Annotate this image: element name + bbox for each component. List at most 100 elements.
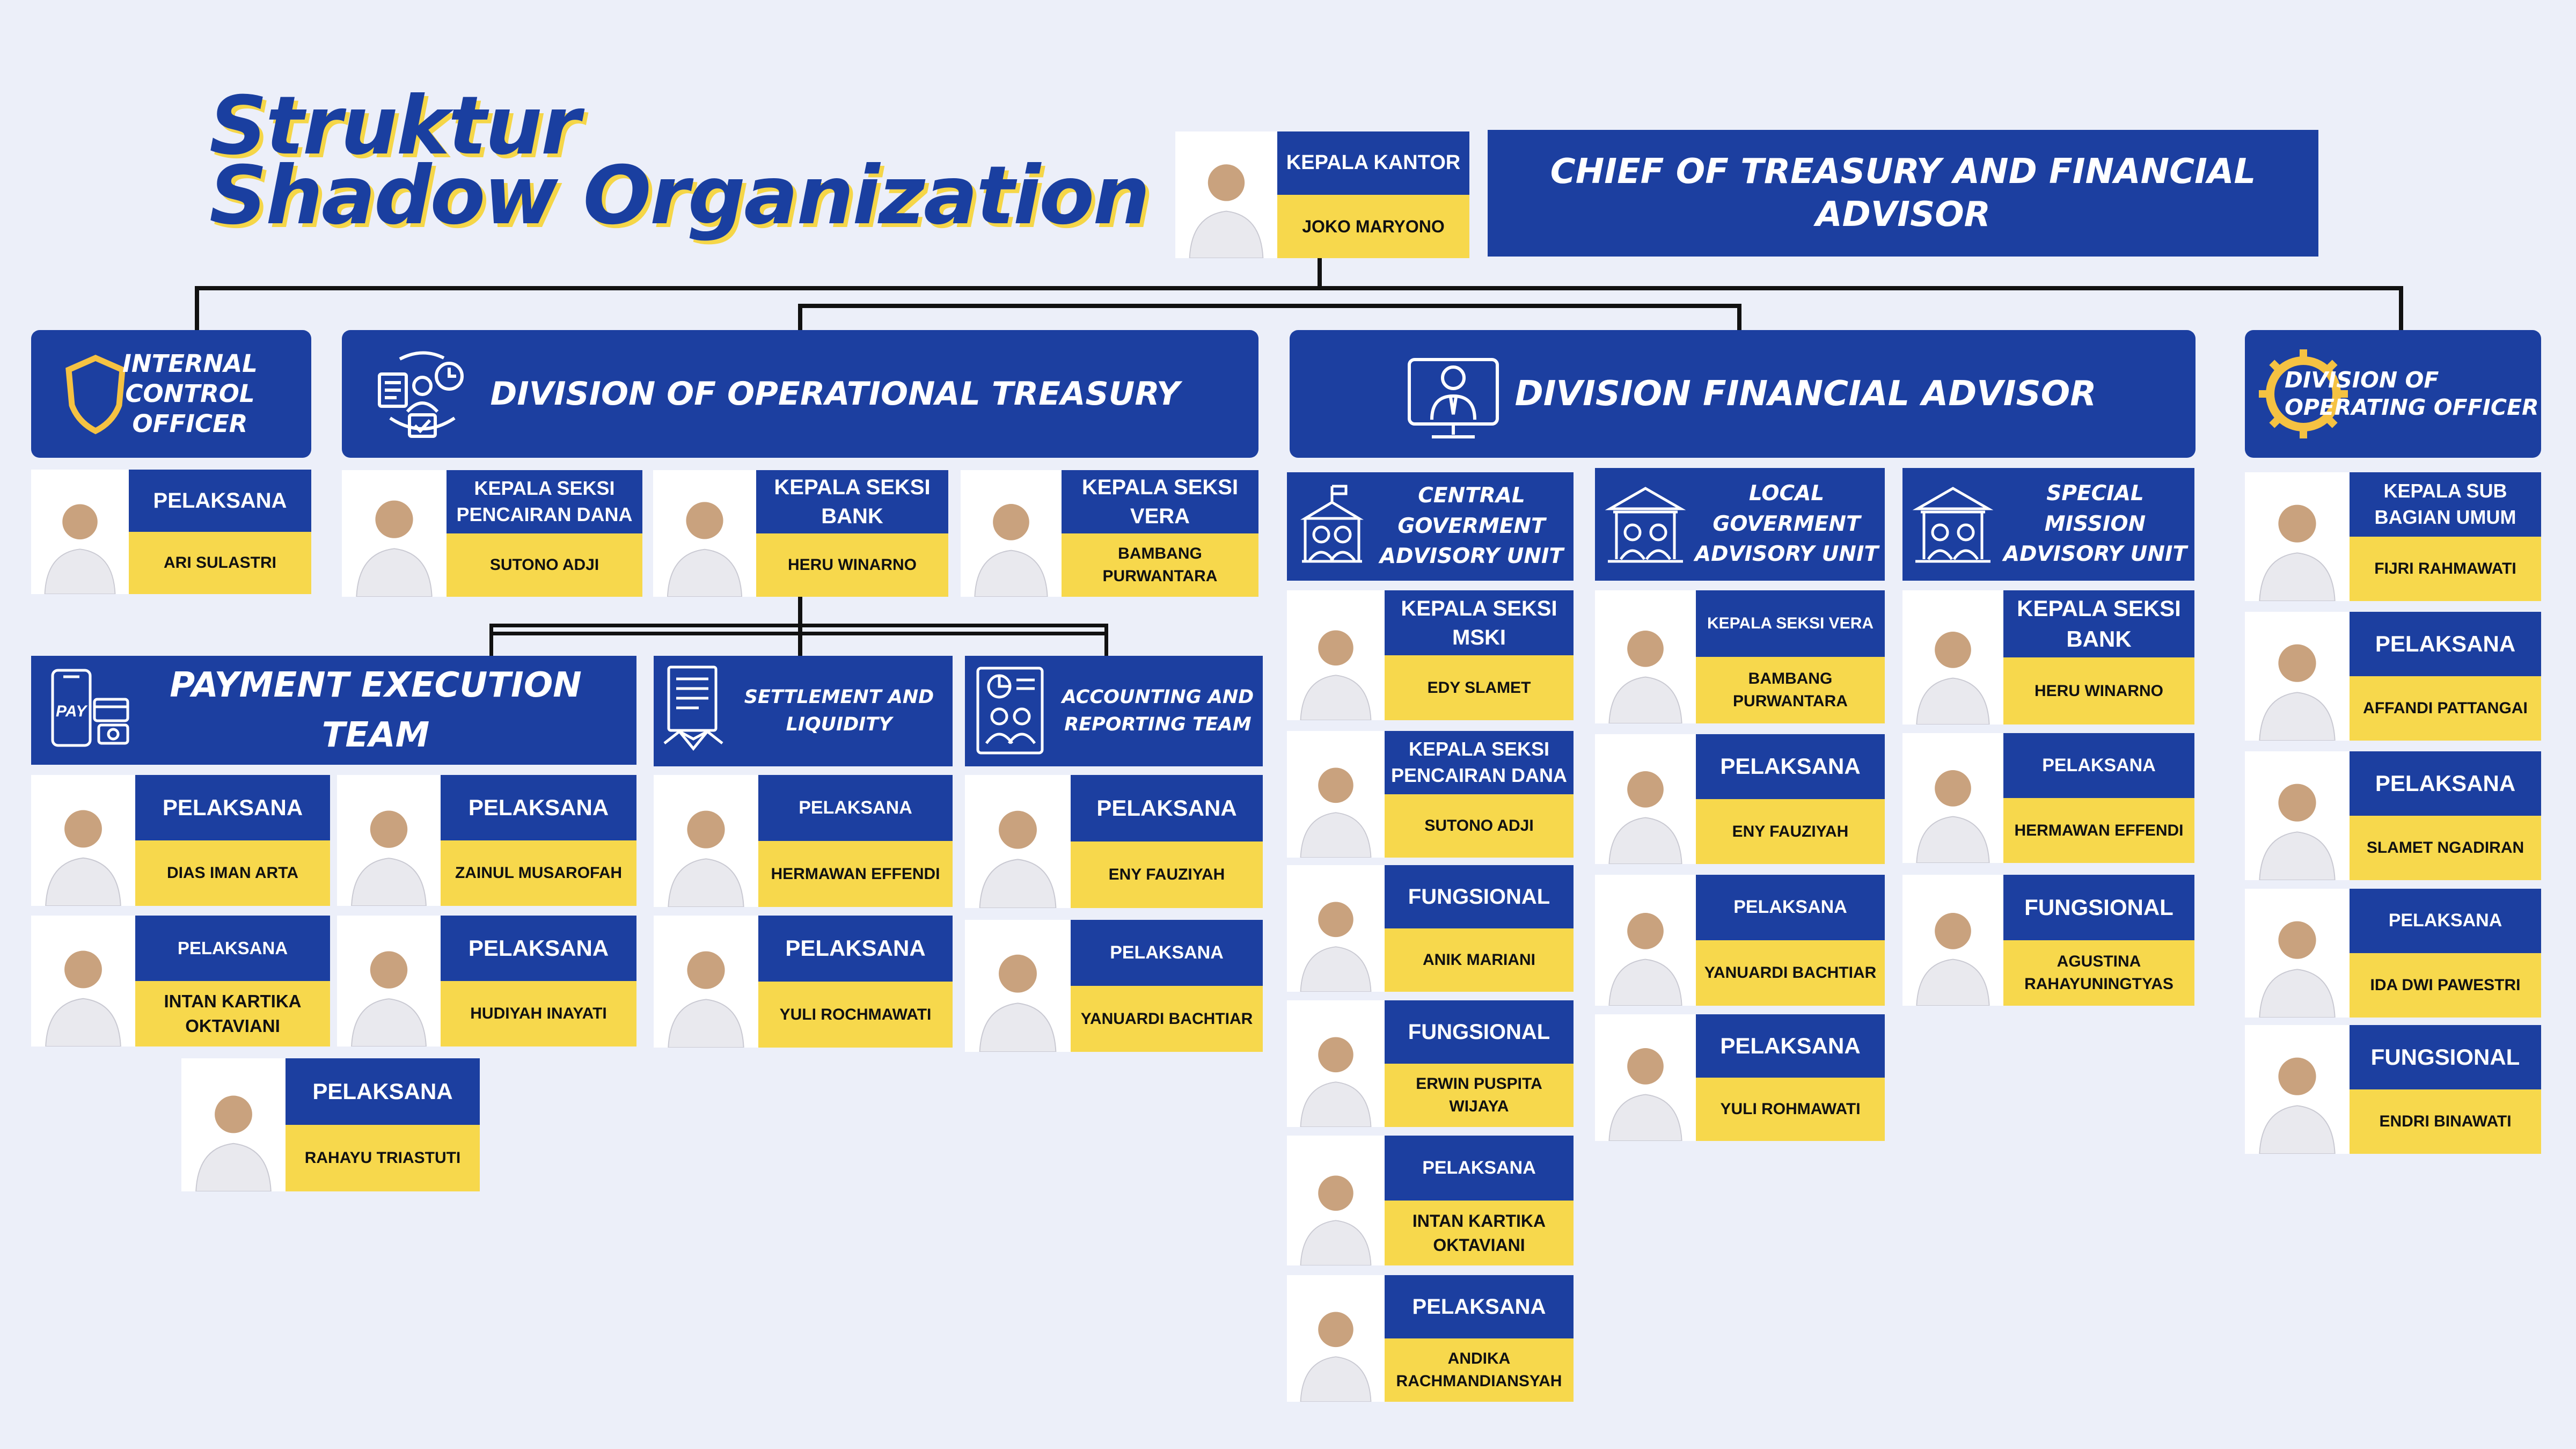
connector-drop-operating [2399, 286, 2403, 332]
member-name: INTAN KARTIKA OKTAVIANI [1385, 1201, 1574, 1265]
member-role: PELAKSANA [2350, 612, 2541, 676]
member-card: PELAKSANA ANDIKA RACHMANDIANSYAH [1287, 1275, 1574, 1402]
member-role: PELAKSANA [1696, 875, 1885, 940]
member-name: HUDIYAH INAYATI [441, 981, 636, 1046]
person-silhouette-icon [351, 951, 427, 1046]
member-photo [965, 775, 1071, 908]
member-role: KEPALA SEKSI BANK [2003, 590, 2194, 657]
advisor-monitor-icon [1408, 358, 1499, 438]
head-card: KEPALA KANTOR JOKO MARYONO [1175, 131, 1469, 258]
member-card: PELAKSANA YULI ROCHMAWATI [654, 916, 953, 1048]
payment-team-header: PAY PAYMENT EXECUTION TEAM [31, 656, 636, 765]
person-silhouette-icon [1300, 630, 1372, 720]
head-card: KEPALA SEKSI PENCAIRAN DANA SUTONO ADJI [342, 470, 642, 597]
person-silhouette-icon [668, 951, 744, 1048]
page-title-line2: Shadow Organization [209, 149, 1150, 243]
member-name: ENY FAUZIYAH [1696, 799, 1885, 864]
person-silhouette-icon [351, 810, 427, 906]
member-photo [1287, 1000, 1385, 1127]
member-role: PELAKSANA [441, 916, 636, 981]
member-card: PELAKSANA DIAS IMAN ARTA [31, 775, 330, 906]
svg-text:PAY: PAY [56, 702, 88, 720]
operational-treasury-title: DIVISION OF OPERATIONAL TREASURY [490, 375, 1180, 413]
person-silhouette-icon [1300, 1175, 1372, 1265]
member-card: PELAKSANA HERMAWAN EFFENDI [654, 775, 953, 907]
member-name: AGUSTINA RAHAYUNINGTYAS [2003, 940, 2194, 1006]
payment-team-title: PAYMENT EXECUTION TEAM [170, 665, 582, 755]
member-role: PELAKSANA [1696, 734, 1885, 799]
member-card: FUNGSIONAL ERWIN PUSPITA WIJAYA [1287, 1000, 1574, 1127]
member-name: HERU WINARNO [2003, 657, 2194, 724]
team-process-icon [378, 351, 464, 438]
member-name: BAMBANG PURWANTARA [1062, 533, 1258, 597]
member-photo [653, 470, 756, 597]
member-card: PELAKSANA YULI ROHMAWATI [1595, 1014, 1885, 1141]
member-role: FUNGSIONAL [2350, 1025, 2541, 1089]
member-role: PELAKSANA [2350, 751, 2541, 816]
person-silhouette-icon [667, 502, 743, 597]
head-card: KEPALA SEKSI VERA BAMBANG PURWANTARA [961, 470, 1258, 597]
member-photo [1595, 734, 1696, 864]
local-unit-title: LOCAL GOVERMENT ADVISORY UNIT [1694, 481, 1879, 567]
member-card: KEPALA SEKSI PENCAIRAN DANA SUTONO ADJI [1287, 731, 1574, 858]
member-role: PELAKSANA [135, 775, 330, 840]
member-photo [181, 1058, 286, 1191]
member-card: PELAKSANA ARI SULASTRI [31, 470, 311, 594]
person-silhouette-icon [1608, 1048, 1682, 1141]
member-name: RAHAYU TRIASTUTI [286, 1125, 480, 1191]
member-card: FUNGSIONAL ENDRI BINAWATI [2245, 1025, 2541, 1154]
page-title-line1: Struktur [209, 79, 581, 173]
member-photo [1595, 1014, 1696, 1141]
connector-ops-horizontal-1 [489, 624, 1108, 627]
person-silhouette-icon [1300, 1312, 1372, 1402]
person-silhouette-icon [45, 810, 121, 906]
bank-building-people-icon [1912, 487, 1994, 563]
member-photo [654, 916, 758, 1048]
member-card: KEPALA SEKSI BANK HERU WINARNO [1902, 590, 2194, 724]
member-role: PELAKSANA [2003, 733, 2194, 798]
person-silhouette-icon [668, 810, 744, 907]
accounting-header: ACCOUNTING AND REPORTING TEAM [965, 656, 1263, 766]
settlement-header: SETTLEMENT AND LIQUIDITY [654, 656, 953, 766]
member-name: ANDIKA RACHMANDIANSYAH [1385, 1338, 1574, 1402]
person-silhouette-icon [45, 950, 121, 1046]
head-role: KEPALA KANTOR [1277, 131, 1469, 195]
member-name: ANIK MARIANI [1385, 928, 1574, 992]
member-role: PELAKSANA [1696, 1014, 1885, 1078]
member-role: PELAKSANA [286, 1058, 480, 1125]
government-building-people-icon [1300, 485, 1364, 563]
connector-drop-internal [195, 286, 199, 332]
person-silhouette-icon [2259, 504, 2336, 601]
member-role: PELAKSANA [1071, 775, 1263, 841]
member-role: KEPALA SEKSI MSKI [1385, 590, 1574, 655]
payment-phone-icon: PAY [51, 669, 129, 747]
member-role: FUNGSIONAL [1385, 1000, 1574, 1064]
accounting-title: ACCOUNTING AND REPORTING TEAM [1062, 686, 1254, 735]
member-photo [961, 470, 1062, 597]
member-card: PELAKSANA INTAN KARTIKA OKTAVIANI [31, 916, 330, 1046]
member-card: PELAKSANA HERMAWAN EFFENDI [1902, 733, 2194, 863]
member-name: YULI ROCHMAWATI [758, 982, 953, 1048]
member-photo [654, 775, 758, 907]
connector-head-down [1318, 258, 1322, 288]
special-unit-title: SPECIAL MISSION ADVISORY UNIT [2003, 481, 2187, 567]
member-name: INTAN KARTIKA OKTAVIANI [135, 981, 330, 1046]
member-name: ZAINUL MUSAROFAH [441, 840, 636, 906]
central-unit-header: CENTRAL GOVERMENT ADVISORY UNIT [1287, 472, 1574, 581]
bank-building-people-icon [1605, 487, 1686, 563]
financial-advisor-title: DIVISION FINANCIAL ADVISOR [1514, 374, 2097, 414]
financial-advisor-header: DIVISION FINANCIAL ADVISOR [1290, 330, 2196, 458]
internal-control-title: INTERNAL CONTROL OFFICER [122, 349, 258, 438]
member-name: ARI SULASTRI [129, 532, 311, 594]
member-photo [31, 916, 135, 1046]
member-card: PELAKSANA SLAMET NGADIRAN [2245, 751, 2541, 880]
head-photo [1175, 131, 1277, 258]
member-role: PELAKSANA [1385, 1136, 1574, 1201]
connector-ops-drop-accounting [1104, 624, 1108, 656]
member-photo [1287, 1275, 1385, 1402]
member-role: FUNGSIONAL [1385, 865, 1574, 928]
member-role: PELAKSANA [2350, 889, 2541, 953]
member-role: PELAKSANA [129, 470, 311, 532]
member-name: ENY FAUZIYAH [1071, 841, 1263, 908]
member-role: KEPALA SEKSI VERA [1696, 590, 1885, 657]
